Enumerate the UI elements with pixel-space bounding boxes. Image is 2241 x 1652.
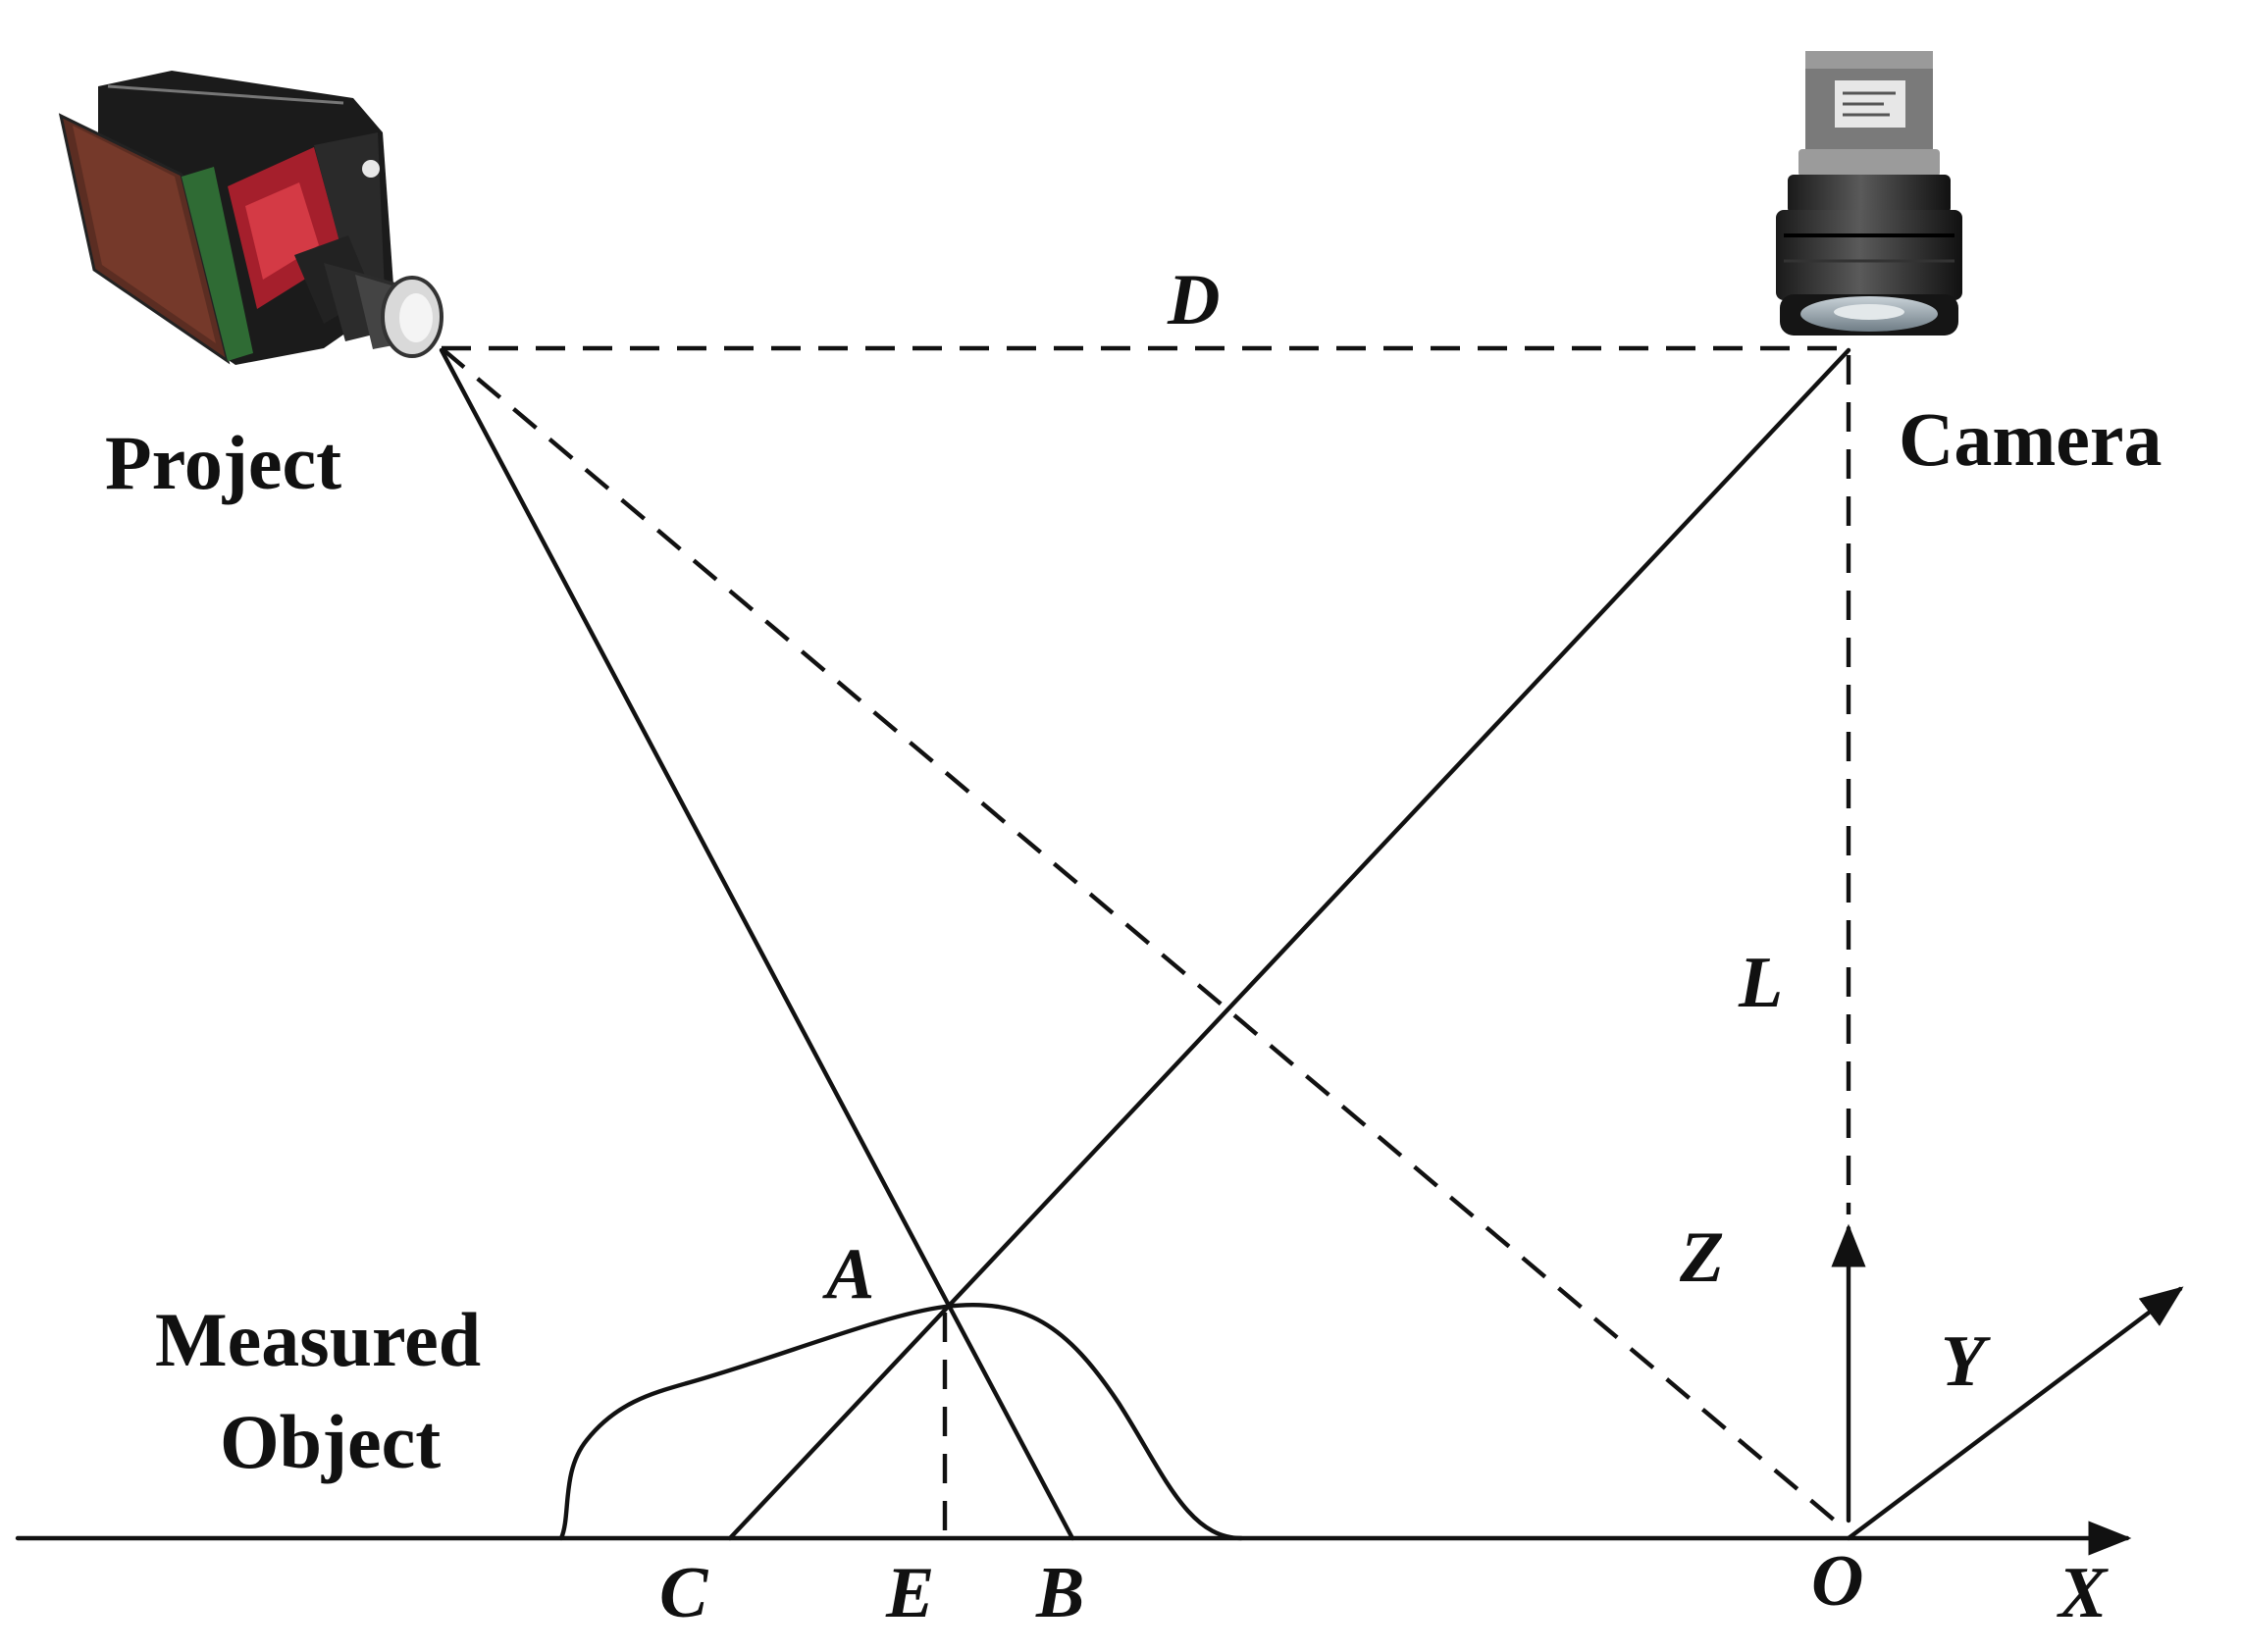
projector-to-origin-line [440, 346, 1837, 1523]
label-a: A [822, 1234, 874, 1315]
camera-ray-to-c [727, 347, 1851, 1541]
label-o: O [1811, 1541, 1863, 1622]
y-axis-arrow [1846, 1286, 2184, 1541]
object-profile [558, 1302, 1244, 1541]
label-d: D [1167, 260, 1220, 340]
projector-ray-to-b [439, 347, 1075, 1541]
camera-label: Camera [1899, 396, 2163, 482]
object-label-line2: Object [220, 1399, 441, 1484]
camera-icon [1776, 51, 1962, 336]
projector-label: Project [105, 420, 341, 505]
label-l: L [1738, 943, 1783, 1023]
label-e: E [885, 1553, 934, 1633]
label-b: B [1035, 1553, 1084, 1633]
label-x: X [2057, 1553, 2109, 1633]
label-y: Y [1941, 1321, 1991, 1402]
label-z: Z [1679, 1217, 1724, 1298]
label-c: C [659, 1553, 709, 1633]
object-label-line1: Measured [155, 1297, 481, 1382]
projector-icon [58, 71, 443, 365]
